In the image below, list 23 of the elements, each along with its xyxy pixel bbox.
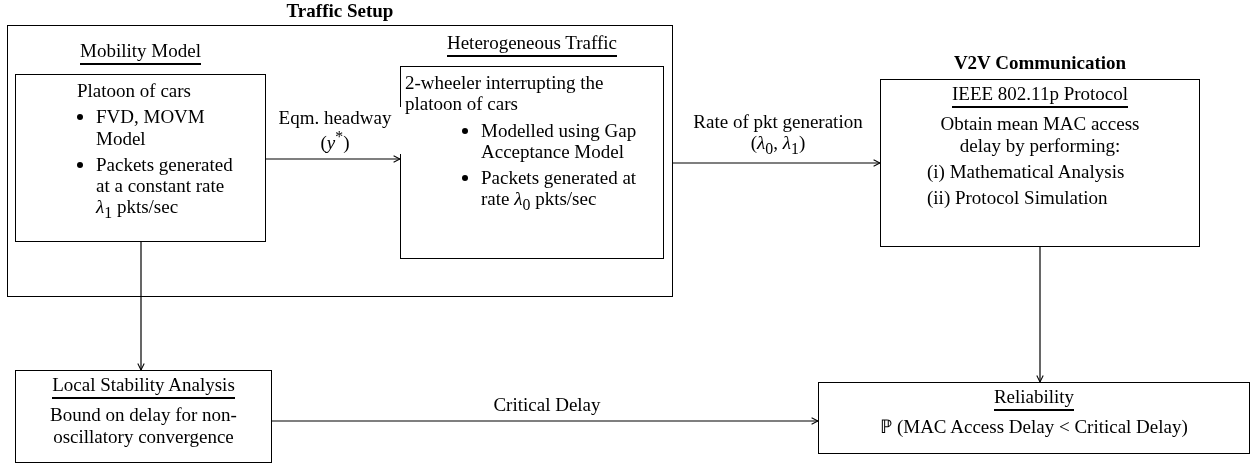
section-heading: Local Stability Analysis	[52, 374, 235, 400]
body-text: ℙ (MAC Access Delay < Critical Delay)	[880, 416, 1188, 438]
arrow	[672, 159, 881, 167]
section-heading: IEEE 802.11p Protocol	[951, 83, 1129, 109]
list-item: (i) Mathematical Analysis	[927, 160, 1125, 182]
section-heading: Heterogeneous Traffic	[446, 32, 618, 58]
arrow	[265, 155, 401, 163]
arrow	[1036, 246, 1044, 383]
arrow	[137, 241, 145, 371]
body-text: Platoon of cars	[77, 80, 191, 102]
group-title: V2V Communication	[953, 52, 1127, 74]
arrow	[271, 417, 819, 425]
group-title: Traffic Setup	[286, 0, 394, 22]
bullet-text: Packets generated at a constant rate λ$_{1}$ pkts/sec	[96, 153, 234, 222]
section-heading: Reliability	[993, 386, 1075, 412]
body-text: Obtain mean MAC access delay by performing:	[939, 113, 1141, 156]
list-item: (ii) Protocol Simulation	[927, 187, 1108, 209]
body-text: 2-wheeler interrupting the platoon of cars	[405, 72, 605, 115]
bullet-text: Packets generated at rate λ$_{0}$ pkts/sec	[481, 167, 638, 214]
bullet-text: Modelled using Gap Acceptance Model	[481, 119, 638, 163]
body-text: Bound on delay for non-oscillatory convergence	[49, 404, 238, 447]
section-heading: Mobility Model	[80, 40, 201, 66]
bullet-text: FVD, MOVM Model	[96, 106, 206, 149]
